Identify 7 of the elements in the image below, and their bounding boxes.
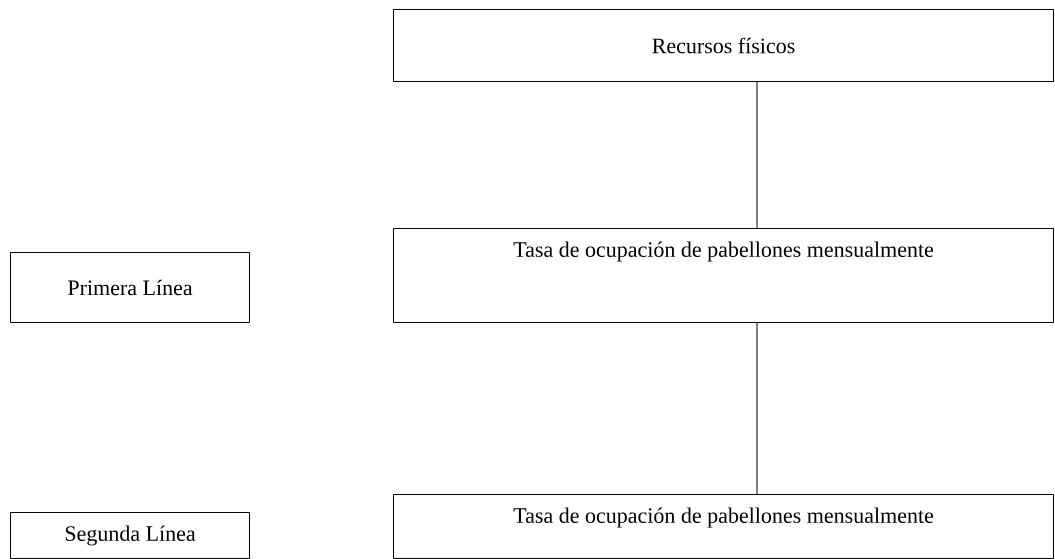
text-box: Tasa de ocupación de pabellones mensualmente [393,494,1054,559]
text-box: Tasa de ocupación de pabellones mensualmente [393,228,1054,323]
text-box: Segunda Línea [10,512,250,559]
text-box: Recursos físicos [393,9,1054,82]
text-box: Primera Línea [10,252,250,323]
connector-line [756,81,758,229]
connector-line [756,322,758,495]
